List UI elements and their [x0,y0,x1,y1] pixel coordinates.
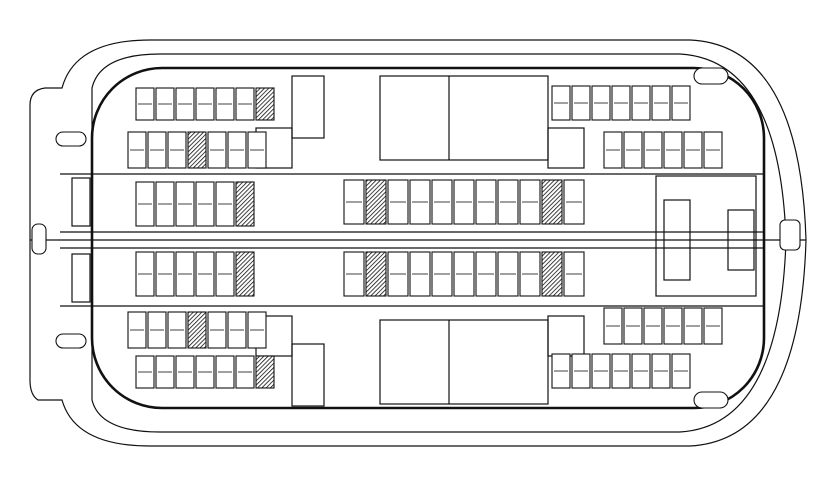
outer-hull [29,39,807,447]
wheelchair-space [255,355,275,389]
wheelchair-space [255,87,275,121]
stair-step [727,209,755,271]
toilet-room [547,127,585,169]
wheelchair-space [187,311,207,349]
bollard-icon [779,219,801,251]
wheelchair-space [541,179,563,225]
forward-stair [655,175,757,297]
stair-step [663,199,691,281]
cabin-outline [90,66,766,410]
liferaft-icon [55,131,87,147]
aft-door [71,253,91,303]
toilet-room [547,315,585,357]
liferaft-icon [55,333,87,349]
store-room [291,75,325,139]
wheelchair-space [541,251,563,297]
wheelchair-space [235,251,255,297]
liferaft-icon [693,391,729,409]
liferaft-icon [693,67,729,85]
bollard-icon [31,223,47,255]
wheelchair-space [235,181,255,227]
wheelchair-space [187,131,207,169]
seating [127,85,723,389]
aft-door [71,177,91,227]
wheelchair-space [365,251,387,297]
machinery-space-bottom [379,319,549,405]
wheelchair-space [365,179,387,225]
machinery-space-top [379,75,549,161]
store-room [291,343,325,407]
